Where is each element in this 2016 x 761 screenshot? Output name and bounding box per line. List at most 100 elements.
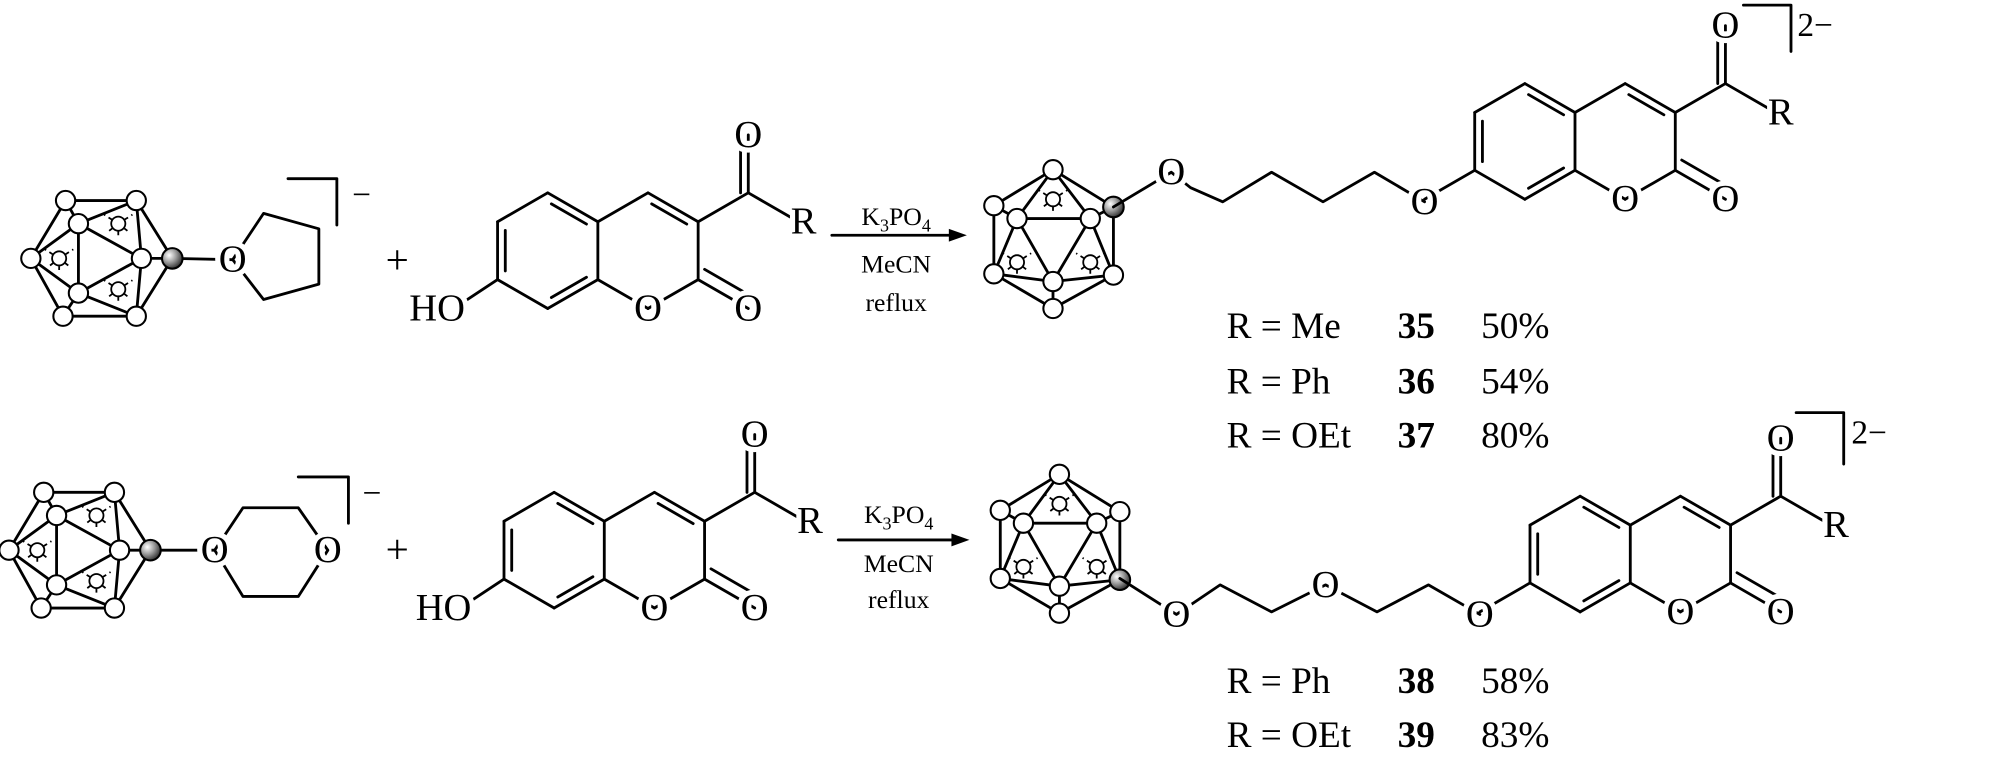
boron-atom-icon <box>54 189 77 212</box>
entry-compound: 36 <box>1398 361 1435 402</box>
aromatic-double-bond <box>1527 166 1566 190</box>
acyl-oxygen: O <box>741 413 769 455</box>
carbonyl-oxygen: O <box>741 587 769 629</box>
hidden-boron-atom-icon <box>1051 495 1068 512</box>
plus-sign: + <box>386 526 409 572</box>
acyl-oxygen: O <box>1712 5 1740 47</box>
boron-atom-icon <box>67 282 90 304</box>
alkene-double-bond <box>656 501 695 526</box>
coumarin-bond <box>1528 581 1582 614</box>
coumarin-bond <box>552 490 606 523</box>
ring-oxygen: O <box>634 288 662 330</box>
hidden-boron-atom-icon <box>1009 254 1025 271</box>
product-bracket <box>1742 3 1793 53</box>
coumarin-bond <box>1573 82 1627 114</box>
cluster-edge <box>1058 472 1122 514</box>
solvent-label: MeCN <box>864 549 934 578</box>
coumarin-bond <box>1628 581 1682 614</box>
hidden-boron-atom-icon <box>29 542 46 559</box>
coumarin-bond <box>653 490 706 523</box>
carbonyl-oxygen: O <box>1767 591 1795 633</box>
hidden-boron-atom-icon <box>1082 254 1099 271</box>
hidden-boron-atom-icon <box>1088 558 1105 575</box>
cluster-edge <box>998 577 1061 615</box>
yield-table: R = Ph 38 58% R = OEt 39 83% <box>1227 661 1550 756</box>
cluster-edge <box>77 222 143 260</box>
r-group: R <box>1768 91 1794 133</box>
bond-layer <box>149 24 1833 614</box>
reactant1-charge: − <box>352 177 371 214</box>
boron-atom-icon <box>1102 264 1125 286</box>
aromatic-double-bond <box>549 202 588 226</box>
boron-atom-icon <box>130 247 153 270</box>
coumarin-bond <box>1528 494 1582 527</box>
cluster-edge <box>1051 168 1115 209</box>
cluster-edge <box>113 490 152 552</box>
linker-oxygen: O <box>1312 564 1340 606</box>
borate-cluster <box>983 159 1125 320</box>
product-charge: 2− <box>1797 7 1833 44</box>
hidden-boron-atom-icon <box>51 250 68 267</box>
carbonyl-oxygen: O <box>1712 178 1740 220</box>
reactant1-charge: − <box>363 475 382 512</box>
coumarin-bond <box>502 490 556 523</box>
aromatic-double-bond <box>549 275 588 299</box>
product-bracket <box>1794 411 1846 466</box>
borate-cluster <box>989 463 1132 624</box>
coumarin-bond <box>646 191 700 224</box>
boron-atom-icon <box>1012 512 1035 534</box>
substituted-boron-atom-icon <box>139 538 162 562</box>
coumarin-bond <box>496 191 550 224</box>
boron-atom-icon <box>45 574 68 596</box>
reaction-1: O − + K3PO4 MeCN reflux O O 2− R = Me 35… <box>214 3 1833 456</box>
coumarin-bond <box>602 490 656 523</box>
cluster-edge <box>998 472 1061 512</box>
cluster-edge <box>1051 273 1115 310</box>
cluster-edge <box>7 548 43 610</box>
coumarin-bond <box>1573 168 1627 201</box>
carbonyl-oxygen: O <box>734 288 762 330</box>
boron-atom-icon <box>983 263 1005 285</box>
lactone-carbonyl-bond <box>696 278 750 310</box>
cluster-edge <box>55 548 121 587</box>
alkene-double-bond <box>1682 505 1721 529</box>
peg-linker <box>1118 577 1482 616</box>
boron-atom-icon <box>103 481 126 504</box>
boron-atom-icon <box>103 597 126 619</box>
lactone-carbonyl-bond <box>703 267 757 300</box>
entry-yield: 83% <box>1481 715 1549 756</box>
charge-bracket <box>296 475 350 525</box>
boron-atom-icon <box>1109 500 1131 523</box>
cluster-edge <box>992 168 1055 208</box>
entry-compound: 38 <box>1398 661 1435 702</box>
boron-atom-icon <box>1048 575 1071 597</box>
butyl-linker <box>1112 170 1426 209</box>
boron-atom-icon <box>20 247 42 270</box>
linker-oxygen: O <box>1157 151 1185 193</box>
arrow-head-icon <box>948 228 967 242</box>
boron-atom-icon <box>33 481 55 504</box>
entry-yield: 58% <box>1481 661 1549 702</box>
cluster-edge <box>1058 521 1099 588</box>
coumarin-bond <box>596 191 650 224</box>
coumarin-bond <box>546 278 600 310</box>
boron-atom-icon <box>0 539 20 561</box>
coumarin-bond <box>1578 494 1632 527</box>
coumarin-bond <box>1523 168 1577 201</box>
boron-atom-icon <box>1086 512 1108 534</box>
coumarin-bond <box>596 278 650 310</box>
entry-compound: 37 <box>1398 415 1435 456</box>
entry-r: R = Me <box>1227 306 1341 347</box>
lactone-carbonyl-bond <box>1673 168 1727 201</box>
coumarin-bond <box>753 490 807 523</box>
cluster-layer <box>0 159 1132 624</box>
cluster-edge <box>77 256 143 295</box>
alkene-double-bond <box>1627 93 1666 117</box>
boron-atom-icon <box>45 504 68 527</box>
aromatic-double-bond <box>556 501 595 526</box>
lactone-carbonyl-bond <box>1680 158 1734 191</box>
entry-r: R = Ph <box>1227 661 1331 702</box>
cluster-edge <box>1051 217 1092 283</box>
r-group: R <box>797 500 823 542</box>
coumarin-bond <box>496 278 550 310</box>
